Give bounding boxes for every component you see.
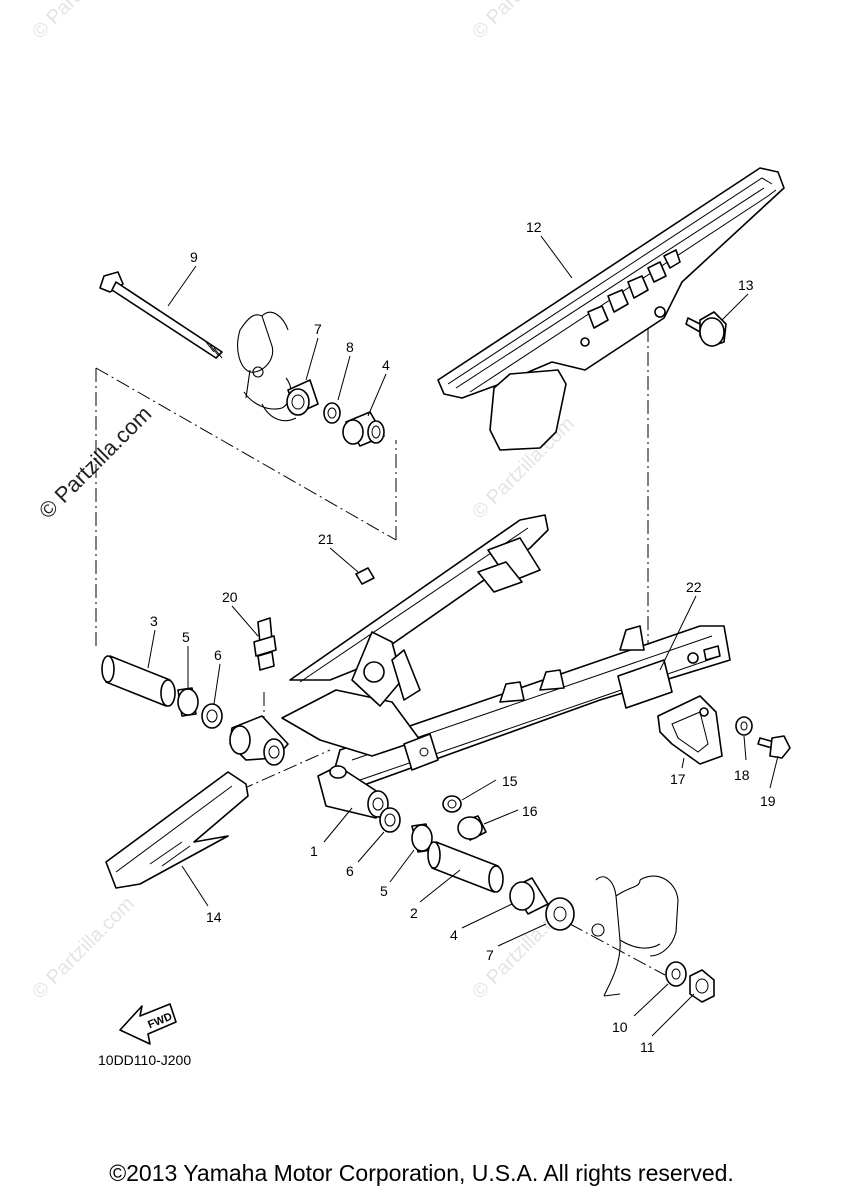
grease-nipple [253,617,277,671]
chain-guide-plate [657,695,723,765]
callout-21: 21 [318,531,334,547]
bolt-16 [457,815,487,841]
callout-1: 1 [310,843,318,859]
watermark-layer: © Partzilla.com © Partzilla.com © Partzi… [28,0,579,1004]
bolt-19 [757,735,791,759]
pivot-collar-rear [427,841,504,893]
bushing-rear [509,877,549,915]
callout-11: 11 [640,1039,655,1055]
callout-2: 2 [410,905,418,921]
callout-6: 6 [214,647,222,663]
washer-upper [323,402,341,424]
watermark: © Partzilla.com [28,893,139,1004]
leader-lines [147,235,779,1037]
callout-7b: 7 [486,947,494,963]
seal-rear [379,807,401,833]
callout-10: 10 [612,1019,628,1035]
seal-front [201,703,223,729]
callout-14: 14 [206,909,222,925]
washer-18 [735,716,753,736]
callout-5: 5 [182,629,190,645]
arm-label [617,659,673,709]
warning-label [355,567,375,585]
bushing-upper [342,411,385,447]
assembly-guide-lines [95,328,666,976]
callout-6b: 6 [346,863,354,879]
chain-case [437,167,785,451]
callout-4: 4 [382,357,390,373]
pivot-collar-front [101,655,176,707]
callout-4b: 4 [450,927,458,943]
forward-direction-arrow: FWD [119,1003,177,1045]
callout-numbers: 9 7 8 4 12 13 21 20 3 5 6 22 15 16 17 18… [150,219,776,1055]
callout-9: 9 [190,249,198,265]
chain-slider [105,771,249,889]
callout-22: 22 [686,579,702,595]
collar-upper [286,379,319,416]
bearing-front [177,687,199,717]
watermark-main: © Partzilla.com [34,401,157,524]
callout-13: 13 [738,277,754,293]
callout-3: 3 [150,613,158,629]
frame-bracket-upper [237,311,297,422]
pivot-shaft-bolt [99,271,223,359]
chain-case-bolt [685,311,727,347]
callout-5b: 5 [380,883,388,899]
nut-11 [689,969,715,1003]
callout-12: 12 [526,219,542,235]
callout-17: 17 [670,771,686,787]
frame-bracket-lower [591,875,679,997]
callout-7: 7 [314,321,322,337]
watermark: © Partzilla.com [28,0,139,44]
callout-15: 15 [502,773,518,789]
callout-20: 20 [222,589,238,605]
collar-rear [545,897,575,931]
washer-10 [665,961,687,987]
copyright-notice: ©2013 Yamaha Motor Corporation, U.S.A. A… [109,1160,734,1186]
watermark: © Partzilla.com [468,0,579,44]
callout-19: 19 [760,793,776,809]
diagram-code: 10DD110-J200 [98,1052,192,1068]
callout-8: 8 [346,339,354,355]
washer-15 [442,795,462,813]
swingarm [229,514,731,819]
callout-16: 16 [522,803,538,819]
callout-18: 18 [734,767,750,783]
bearing-rear [411,823,433,853]
